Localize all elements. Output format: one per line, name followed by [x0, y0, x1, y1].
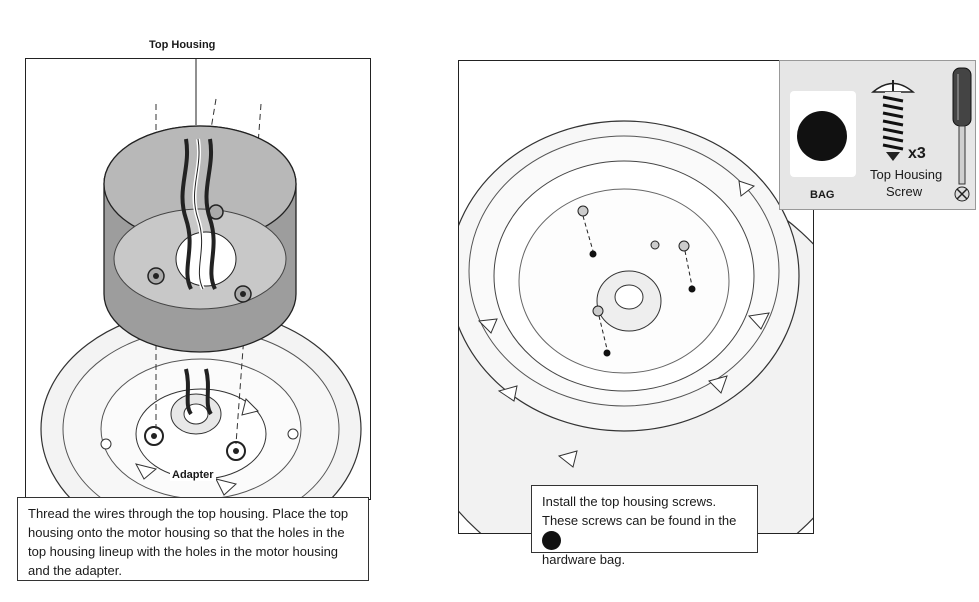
screw-label-line1: Top Housing: [870, 167, 943, 182]
hardware-callout: BAG x3 Top Housing Screw: [779, 60, 976, 210]
top-housing-label: Top Housing: [149, 39, 216, 51]
screw-label-line2: Screw: [886, 184, 923, 199]
left-caption-text: Thread the wires through the top housing…: [28, 506, 349, 578]
screw-quantity: x3: [908, 145, 926, 162]
adapter-label: Adapter: [170, 469, 216, 481]
bag-label: BAG: [810, 189, 835, 201]
left-illustration-panel: Adapter: [25, 58, 371, 500]
top-housing-assembly-illustration: [40, 59, 362, 499]
screwdriver-icon: [952, 67, 972, 202]
right-instruction-caption: Install the top housing screws. These sc…: [531, 485, 758, 567]
hardware-bag-icon: [790, 91, 856, 177]
hardware-bag-dot-icon: [542, 531, 561, 551]
screw-icon: [870, 80, 916, 161]
right-caption-text-1: Install the top housing screws. These sc…: [542, 494, 737, 528]
screw-install-illustration: [459, 120, 813, 533]
left-instruction-caption: Thread the wires through the top housing…: [17, 497, 369, 581]
right-caption-text-2: hardware bag.: [542, 552, 626, 568]
right-illustration-panel: [458, 60, 814, 534]
